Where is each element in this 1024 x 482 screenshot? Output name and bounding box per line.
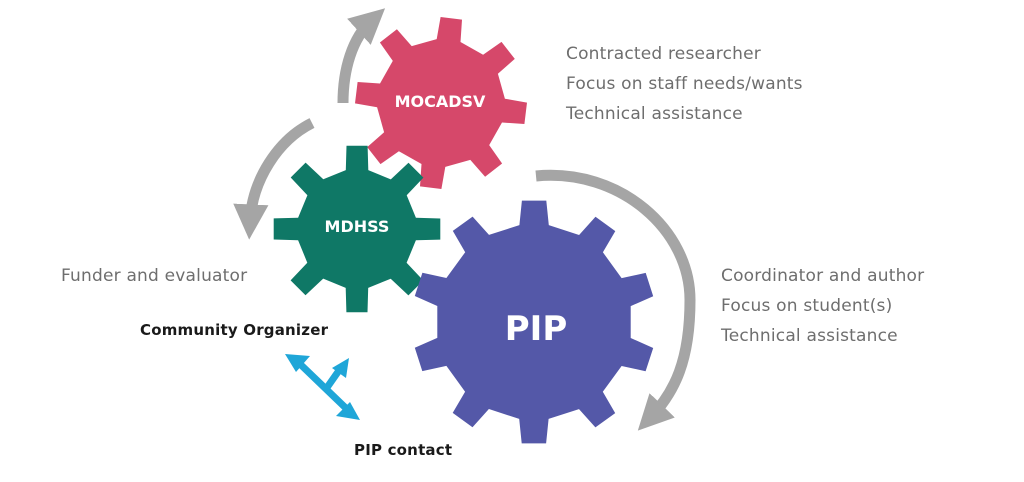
pip-gear (414, 200, 654, 444)
mdhss-gear (273, 145, 441, 313)
pip-role-1: Coordinator and author (721, 266, 925, 286)
arrow-around-pip (535, 169, 696, 431)
arrow-mocadsv-up (337, 8, 386, 104)
pip-gear-label: PIP (505, 309, 568, 349)
mocadsv-role-2: Focus on staff needs/wants (566, 74, 803, 94)
mocadsv-role-1: Contracted researcher (566, 44, 761, 64)
mocadsv-gear (355, 17, 527, 189)
mdhss-gear-label: MDHSS (325, 217, 390, 236)
mocadsv-gear-label: MOCADSV (395, 92, 486, 111)
pip-role-2: Focus on student(s) (721, 296, 893, 316)
arrow-to-mdhss (233, 118, 315, 240)
blue-connector-arrow (285, 354, 360, 420)
mocadsv-role-3: Technical assistance (566, 104, 743, 124)
pip-role-3: Technical assistance (721, 326, 898, 346)
pip-contact-label: PIP contact (354, 441, 453, 459)
community-organizer-label: Community Organizer (140, 321, 329, 339)
mdhss-role-1: Funder and evaluator (61, 266, 248, 286)
